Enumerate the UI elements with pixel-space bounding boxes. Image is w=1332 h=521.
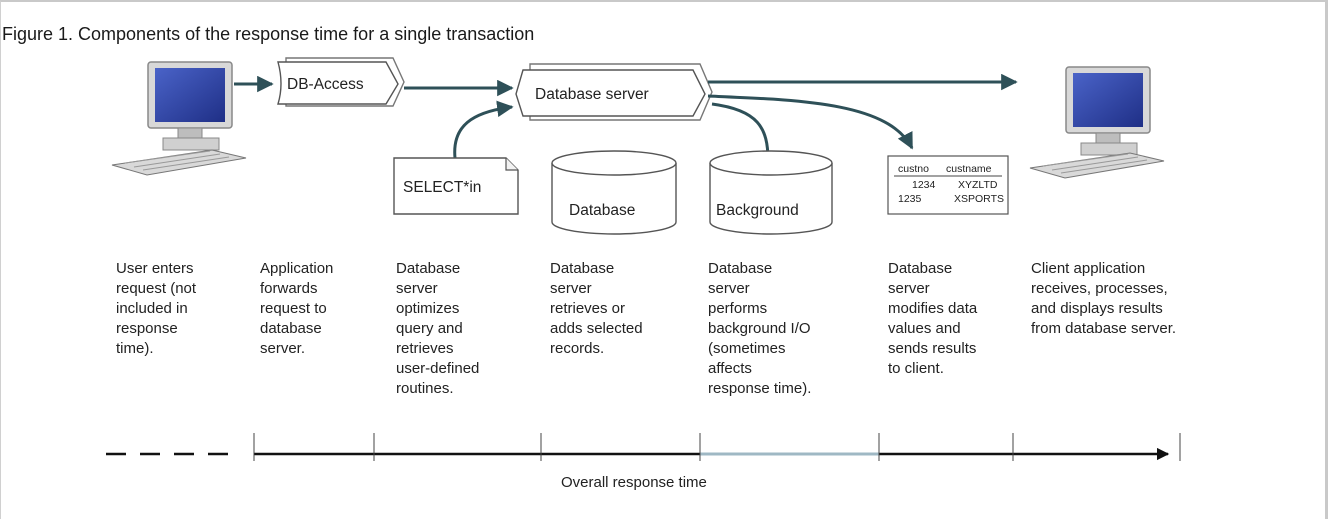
stage-line: included in	[116, 300, 188, 317]
result-table-header-custname: custname	[946, 163, 992, 175]
stage-line: values and	[888, 320, 961, 337]
result-table-header-custno: custno	[898, 163, 929, 175]
stage-line: (sometimes	[708, 340, 786, 357]
stage-line: from database server.	[1031, 320, 1176, 337]
stage-line: to client.	[888, 360, 944, 377]
stage-line: background I/O	[708, 320, 811, 337]
stage-description-3: Database server retrieves or adds select…	[550, 260, 643, 357]
stage-description-5: Database server modifies data values and…	[888, 260, 978, 377]
stage-line: server	[550, 280, 592, 297]
database-label: Database	[569, 202, 635, 219]
stage-line: server	[708, 280, 750, 297]
flow-arrows	[234, 73, 1018, 161]
figure-caption: Figure 1. Components of the response tim…	[2, 24, 535, 44]
stage-line: response	[116, 320, 178, 337]
client-computer-right-icon	[1029, 66, 1165, 179]
stage-line: server	[396, 280, 438, 297]
stage-line: receives, processes,	[1031, 280, 1168, 297]
stage-line: user-defined	[396, 360, 479, 377]
stage-line: performs	[708, 300, 767, 317]
result-table-cell: XSPORTS	[954, 193, 1004, 205]
background-cylinder-icon: Background	[709, 150, 833, 235]
stage-line: forwards	[260, 280, 318, 297]
query-document-icon: SELECT*in	[393, 157, 519, 215]
query-document-label: SELECT*in	[403, 179, 481, 196]
stage-line: server	[888, 280, 930, 297]
stage-line: request (not	[116, 280, 197, 297]
result-table: custno custname 1234 XYZLTD 1235 XSPORTS	[887, 155, 1009, 215]
stage-description-1: Application forwards request to database…	[260, 260, 333, 357]
stage-line: query and	[396, 320, 463, 337]
stage-line: Database	[708, 260, 772, 277]
stage-line: records.	[550, 340, 604, 357]
stage-line: Database	[396, 260, 460, 277]
client-computer-left-icon	[111, 61, 247, 176]
stage-line: Client application	[1031, 260, 1145, 277]
stage-line: Database	[888, 260, 952, 277]
stage-line: affects	[708, 360, 752, 377]
stage-line: modifies data	[888, 300, 978, 317]
timeline: Overall response time	[106, 433, 1181, 491]
database-server-label: Database server	[535, 86, 649, 103]
stage-line: database	[260, 320, 322, 337]
stage-description-6: Client application receives, processes, …	[1031, 260, 1176, 337]
stage-line: retrieves	[396, 340, 454, 357]
result-table-cell: 1234	[912, 179, 936, 191]
stage-description-0: User enters request (not included in res…	[116, 260, 197, 357]
stage-line: server.	[260, 340, 305, 357]
stage-line: retrieves or	[550, 300, 625, 317]
timeline-label: Overall response time	[561, 474, 707, 491]
arrow-query-to-server	[453, 100, 514, 159]
stage-line: time).	[116, 340, 154, 357]
stage-line: and displays results	[1031, 300, 1163, 317]
database-cylinder-icon: Database	[551, 150, 677, 235]
db-access-node: DB-Access	[277, 57, 405, 107]
db-access-label: DB-Access	[287, 76, 364, 93]
arrow-server-to-results	[707, 94, 914, 150]
stage-line: User enters	[116, 260, 194, 277]
stage-line: optimizes	[396, 300, 459, 317]
result-table-cell: 1235	[898, 193, 922, 205]
result-table-cell: XYZLTD	[958, 179, 998, 191]
stage-line: request to	[260, 300, 327, 317]
stage-line: adds selected	[550, 320, 643, 337]
stage-line: Application	[260, 260, 333, 277]
database-server-node: Database server	[515, 63, 713, 121]
stage-line: sends results	[888, 340, 976, 357]
stage-line: routines.	[396, 380, 454, 397]
stage-line: Database	[550, 260, 614, 277]
background-label: Background	[716, 202, 799, 219]
stage-description-2: Database server optimizes query and retr…	[396, 260, 479, 397]
stage-description-4: Database server performs background I/O …	[708, 260, 811, 397]
stage-line: response time).	[708, 380, 811, 397]
